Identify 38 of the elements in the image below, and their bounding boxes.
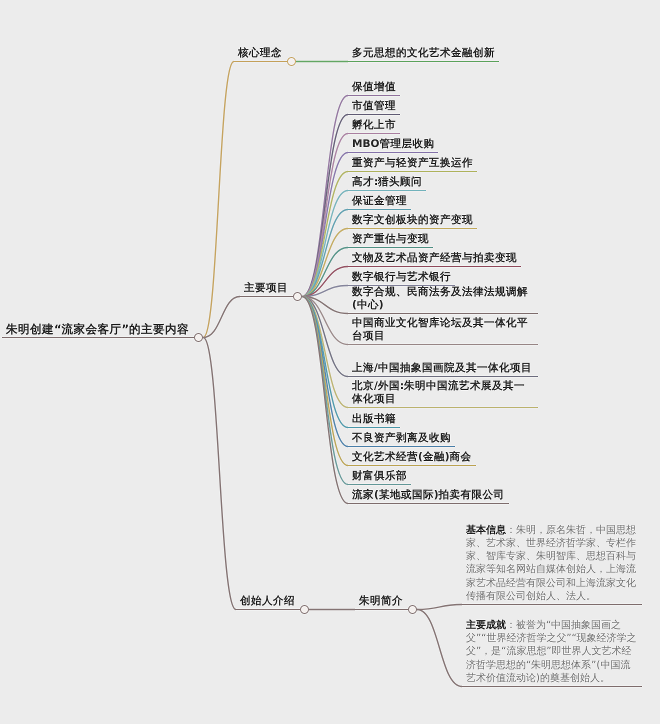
topic-label: 北京/外国:朱明中国流艺术展及其一体化项目 <box>348 380 538 412</box>
topic-label: 多元思想的文化艺术金融创新 <box>348 47 499 66</box>
branch-line <box>202 61 235 338</box>
topic-label: 保值增值 <box>348 81 400 100</box>
topic-label: 重资产与轻资产互换运作 <box>348 157 477 176</box>
branch-line <box>202 337 237 610</box>
text-paragraph: 主要成就：被誉为“中国抽象国画之父”“世界经济哲学之父”“现象经济学之父”，是“流家思想”即世界人文艺术经济哲学思想的“朱明思想体系”(中国流艺术价值流动论)的奠基创始人。 <box>462 618 642 691</box>
topic-label: 文物及艺术品资产经营与拍卖变现 <box>348 252 521 271</box>
branch-line <box>416 604 462 610</box>
topic-label: 出版书籍 <box>348 413 400 432</box>
topic-label: 保证金管理 <box>348 195 411 214</box>
topic-label: 数字文创板块的资产变现 <box>348 214 477 233</box>
topic-label: 数字合规、民商法务及法律法规调解(中心) <box>348 286 538 318</box>
topic-label: 流家(某地或国际)拍卖有限公司 <box>348 489 509 508</box>
topic-label: 财富俱乐部 <box>348 470 411 489</box>
topic-label: 不良资产剥离及收购 <box>348 432 455 451</box>
topic-label: 朱明简介 <box>355 595 417 614</box>
topic-label: 主要项目 <box>240 282 302 301</box>
topic-label: 市值管理 <box>348 100 400 119</box>
topic-label: MBO管理层收购 <box>348 138 438 157</box>
branch-line <box>302 296 348 378</box>
root-topic: 朱明创建“流家会客厅”的主要内容 <box>2 323 204 342</box>
branch-line <box>309 608 355 610</box>
branch-line <box>302 284 348 298</box>
topic-label: 创始人介绍 <box>236 595 309 614</box>
topic-label: 孵化上市 <box>348 119 400 138</box>
branch-line <box>302 266 348 298</box>
topic-label: 核心理念 <box>234 47 296 66</box>
topic-label: 文化艺术经营(金融)商会 <box>348 451 476 470</box>
topic-label: 高才:猎头顾问 <box>348 176 426 195</box>
text-paragraph: 基本信息：朱明，原名朱哲，中国思想家、艺术家、世界经济哲学家、专栏作家、智库专家、朱明智库、思想百科与流家等知名网站自媒体创始人，上海流家艺术品经营有限公司和上海流家文化传播有限公司创始人、法人。 <box>462 524 642 609</box>
topic-label: 中国商业文化智库论坛及其一体化平台项目 <box>348 317 538 349</box>
topic-label: 资产重估与变现 <box>348 233 433 252</box>
branch-line <box>416 608 462 688</box>
branch-line <box>203 296 240 338</box>
branch-line <box>296 60 348 62</box>
branch-line <box>302 208 348 298</box>
topic-label: 上海/中国抽象国画院及其一体化项目 <box>348 362 538 381</box>
